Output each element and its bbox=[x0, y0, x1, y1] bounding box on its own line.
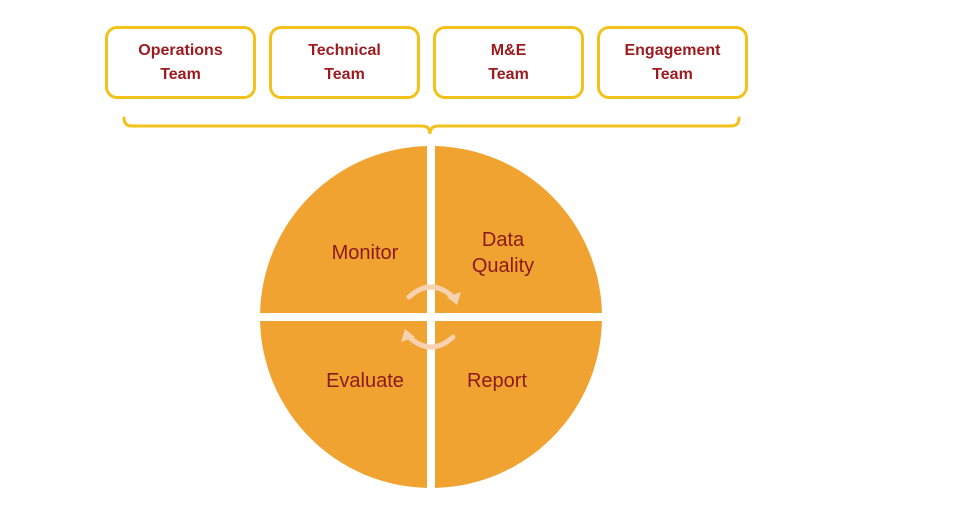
team-box-technical: Technical Team bbox=[269, 26, 420, 99]
label-report: Report bbox=[466, 370, 528, 392]
team-bracket bbox=[122, 116, 741, 135]
team-label-me: M&E Team bbox=[488, 41, 529, 83]
quadrant-monitor bbox=[260, 146, 427, 313]
team-label-engagement: Engagement Team bbox=[624, 41, 721, 83]
team-label-technical: Technical Team bbox=[308, 41, 381, 83]
team-box-operations: Operations Team bbox=[105, 26, 256, 99]
team-label-operations: Operations Team bbox=[138, 41, 223, 83]
cycle-arrowheads-icon bbox=[401, 292, 461, 342]
team-box-me: M&E Team bbox=[433, 26, 584, 99]
cycle-arrows-icon bbox=[406, 284, 456, 350]
label-data-quality: Data Quality bbox=[471, 229, 535, 277]
quadrant-data-quality bbox=[435, 146, 602, 313]
team-box-engagement: Engagement Team bbox=[597, 26, 748, 99]
quadrant-evaluate bbox=[260, 321, 427, 488]
quadrant-report bbox=[435, 321, 602, 488]
label-evaluate: Evaluate bbox=[326, 370, 404, 392]
label-monitor: Monitor bbox=[331, 242, 399, 264]
